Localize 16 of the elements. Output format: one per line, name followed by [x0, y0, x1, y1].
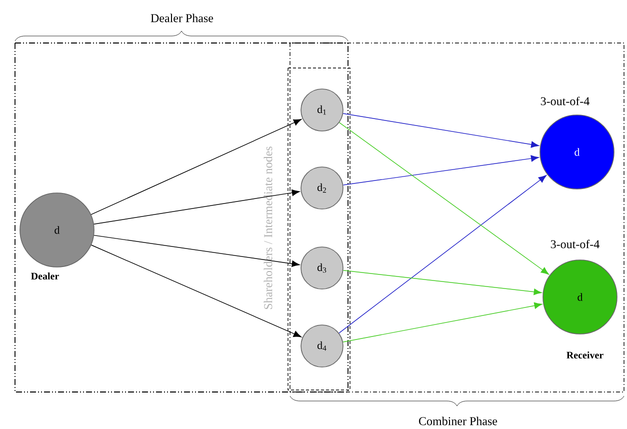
arrow [94, 234, 300, 267]
node-caption: 3-out-of-4 [550, 240, 600, 248]
node-caption: 3-out-of-4 [540, 96, 590, 106]
rotated-label: Shareholders / Intermediate nodes [264, 146, 272, 309]
arrow [338, 122, 549, 275]
phase-label: Combiner Phase [419, 416, 498, 426]
arrow [94, 190, 300, 224]
arrow [342, 155, 539, 186]
node-caption: Dealer [31, 272, 59, 280]
arrow [90, 119, 302, 215]
phase-label: Dealer Phase [150, 14, 214, 22]
arrow [90, 244, 302, 338]
arrow [342, 113, 540, 148]
arrow [338, 175, 546, 334]
arrow [342, 302, 542, 342]
node-caption: Receiver [566, 351, 604, 359]
